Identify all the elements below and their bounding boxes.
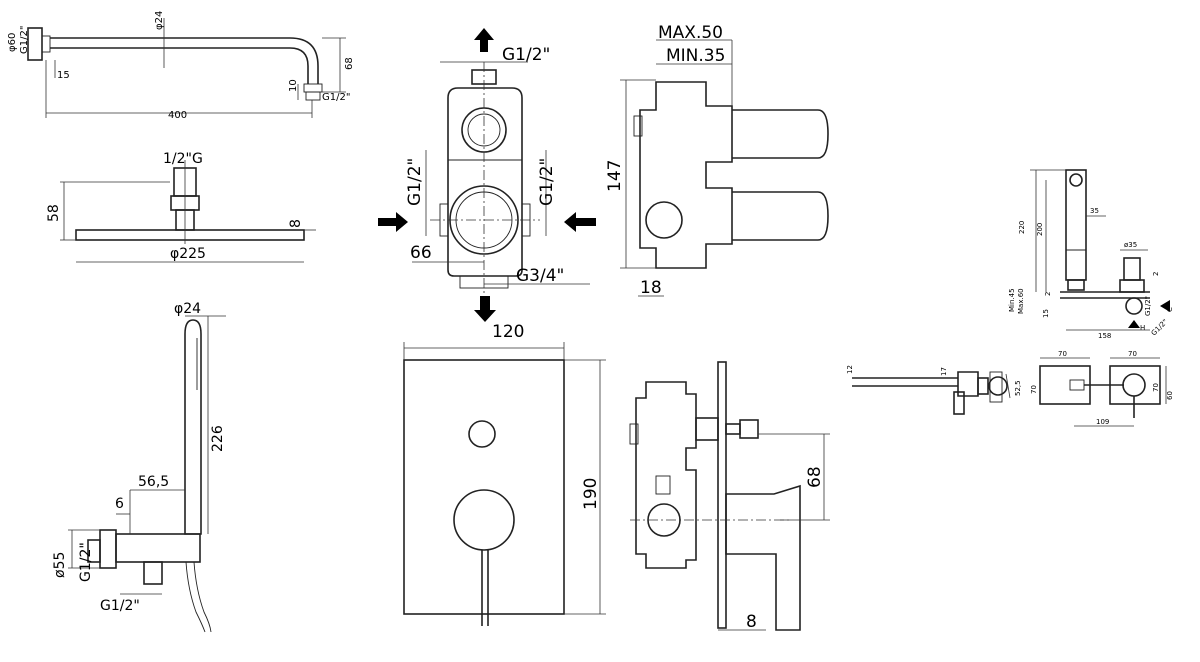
mixer-installed-drawing: 68 8 (629, 361, 830, 632)
shower-head-drawing: 1/2"G 58 8 φ225 (46, 151, 316, 263)
hs-d55: ø55 (52, 552, 68, 578)
sp-d525: 52,5 (1014, 380, 1022, 396)
sp-c: C (1166, 307, 1174, 312)
arm-d400: 400 (168, 110, 187, 121)
sp-d70b: 70 (1128, 350, 1137, 358)
arm-d60: φ60 (7, 33, 18, 52)
hs-d6: 6 (115, 496, 124, 512)
mf-top: G1/2" (502, 45, 550, 65)
sp-d15: 15 (1042, 309, 1050, 318)
head-conn: 1/2"G (163, 151, 203, 167)
head-d8: 8 (288, 219, 304, 228)
ms-max: MAX.50 (658, 23, 723, 43)
sp-d158: 158 (1098, 332, 1111, 340)
sp-d12: 12 (846, 365, 854, 374)
head-d225: φ225 (170, 246, 206, 262)
shower-arm-drawing: φ60 G1/2" φ24 15 68 10 G1/2" 400 (7, 11, 355, 121)
pl-d190: 190 (581, 478, 601, 510)
sp-d2: 2 (1152, 272, 1160, 276)
mf-bottom: G3/4" (516, 266, 564, 286)
hs-d56: 56,5 (138, 474, 169, 490)
sp-d200: 200 (1036, 223, 1044, 236)
pl-d8: 8 (746, 612, 757, 632)
ms-d147: 147 (605, 160, 625, 192)
sp-d70a: 70 (1058, 350, 1067, 358)
arm-d15: 15 (57, 70, 70, 81)
hs-d226: 226 (210, 425, 226, 452)
sp-d109: 109 (1096, 418, 1109, 426)
ms-d18: 18 (640, 278, 662, 298)
arm-thread-out: G1/2" (322, 92, 350, 103)
hs-d24: φ24 (174, 301, 201, 317)
pl-d120: 120 (492, 322, 524, 342)
sp-d70d: 70 (1152, 383, 1160, 392)
sp-max: Max.60 (1017, 288, 1025, 314)
sp-d17: 17 (940, 367, 948, 376)
mf-right: G1/2" (537, 158, 557, 206)
mixer-front-drawing: G1/2" G1/2" G1/2" 66 G3/4" (378, 28, 596, 322)
sp-d35b: ø35 (1124, 241, 1137, 249)
arm-thread: G1/2" (19, 26, 30, 54)
arm-d10: 10 (288, 79, 299, 92)
sp-min: Min.45 (1008, 288, 1016, 312)
sp-g2: G1/2" (1150, 318, 1170, 338)
mf-d66: 66 (410, 243, 432, 263)
sp-d70c: 70 (1030, 385, 1038, 394)
hand-shower-drawing: φ24 226 56,5 6 ø55 G1/2" G1/2" (52, 301, 226, 633)
ms-min: MIN.35 (666, 46, 725, 66)
sp-g1: G1/2" (1144, 296, 1152, 316)
sp-d220: 220 (1018, 221, 1026, 234)
pl-d68: 68 (805, 466, 825, 488)
plate-front-drawing: 120 190 (403, 322, 606, 626)
sp-d35: 35 (1090, 207, 1099, 215)
spout-drawing: 220 200 35 ø35 2 2 Min.45 Max.60 15 158 … (846, 169, 1174, 427)
sp-h: H (1140, 324, 1145, 332)
sp-d60: 60 (1166, 391, 1174, 400)
hs-thread-in: G1/2" (78, 542, 94, 582)
head-d58: 58 (46, 204, 62, 222)
arm-d24: φ24 (154, 11, 165, 30)
arm-d68: 68 (344, 57, 355, 70)
hs-thread-out: G1/2" (100, 598, 140, 614)
mf-left: G1/2" (405, 158, 425, 206)
sp-d2b: 2 (1044, 292, 1052, 296)
mixer-side-drawing: MAX.50 MIN.35 147 18 (605, 23, 829, 298)
